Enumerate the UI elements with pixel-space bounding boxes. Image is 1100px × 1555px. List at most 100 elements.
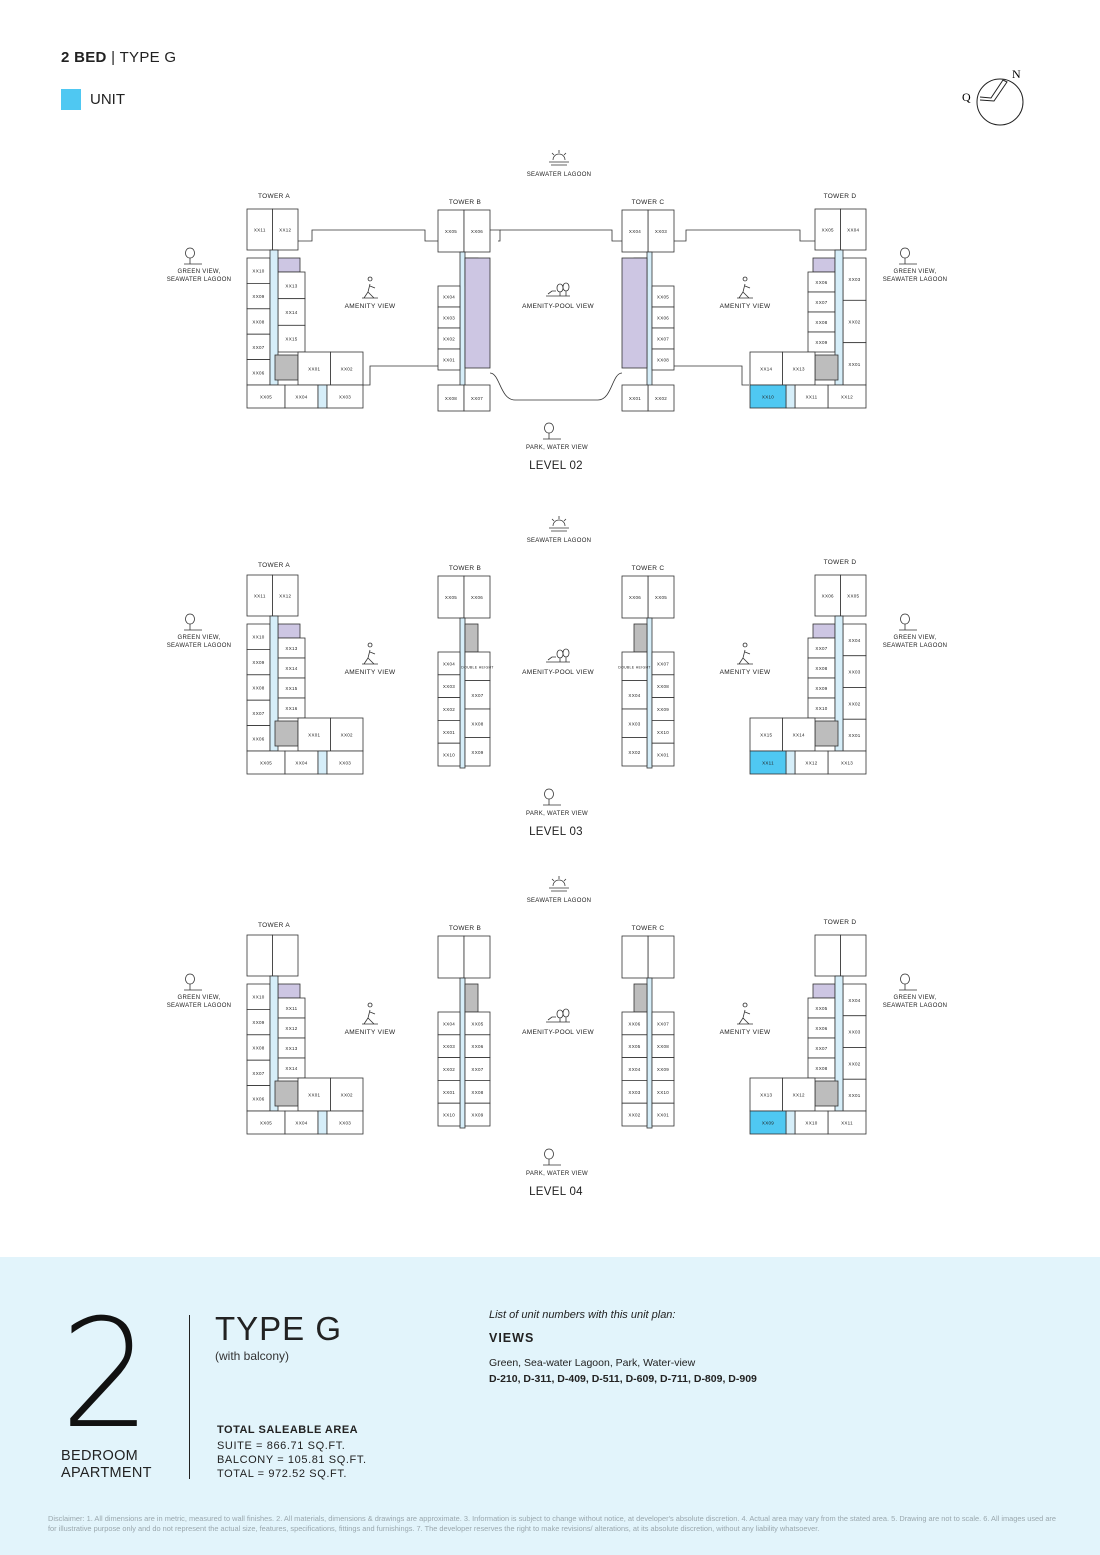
unit-label: XX06 [815,280,827,285]
unit-label: XX09 [815,340,827,345]
tower-c-label: TOWER C [632,565,665,572]
divider [189,1315,190,1479]
unit-label: XX08 [815,666,827,671]
unit [437,1102,461,1127]
tree-icon [899,613,917,631]
green-view-left-label: GREEN VIEW, [178,269,221,275]
unit-label: XX12 [285,1026,297,1031]
tower-a-label: TOWER A [258,562,290,569]
compass-q: Q [962,90,971,104]
podium-outline [489,372,623,401]
unit-label: XX11 [841,1121,853,1126]
pool-icon [546,1008,570,1023]
podium-outline [674,365,749,386]
podium-outline [298,229,438,242]
corridor [459,617,466,769]
unit [749,384,787,409]
unit [272,574,299,617]
unit-label: XX05 [445,229,457,234]
unit [749,717,783,752]
unit-label: XX11 [762,761,774,766]
unit [814,208,841,251]
unit [437,575,465,619]
unit-label: XX10 [443,1113,455,1118]
tree-icon [184,613,202,631]
unit-label: XX08 [657,684,669,689]
unit-label: XX08 [471,721,483,726]
unit-label: XX15 [760,733,772,738]
unit-label: XX15 [285,337,297,342]
unit [277,298,306,326]
podium-outline [674,229,815,242]
amenity-pool-view-label: AMENITY-POOL VIEW [522,1029,594,1036]
unit-label: XX02 [848,1061,860,1066]
unit [814,934,841,977]
unit [647,935,675,979]
unit-label: XX10 [657,730,669,735]
corridor [317,750,328,775]
unit [621,737,648,767]
unit [464,651,491,681]
unit-label: XX11 [806,395,818,400]
lift-core [814,1080,839,1107]
unit-label: XX10 [805,1121,817,1126]
stair [812,983,836,999]
unit-label: XX04 [443,1021,455,1026]
sun-water-icon [549,876,569,892]
stair [464,983,479,1013]
unit [437,935,465,979]
tower-b-label: TOWER B [449,199,481,206]
tower-c-label: TOWER C [632,199,665,206]
park-water-view-label: PARK, WATER VIEW [526,1171,588,1177]
total-area: TOTAL = 972.52 SQ.FT. [217,1468,348,1480]
unit-label: XX01 [657,1113,669,1118]
seawater-lagoon-label: SEAWATER LAGOON [527,898,592,904]
unit-label: XX01 [308,1093,320,1098]
unit [749,750,787,775]
unit [647,209,675,253]
unit-label: XX13 [841,761,853,766]
corridor [646,617,653,769]
unit-label: XX14 [285,666,297,671]
green-view-left-label: SEAWATER LAGOON [167,277,232,283]
unit-label: XX03 [443,684,455,689]
unit-label: XX04 [847,228,859,233]
tower-c-label: TOWER C [632,925,665,932]
unit-label: XX09 [252,660,264,665]
unit [330,1077,364,1112]
unit-label: XX09 [471,1113,483,1118]
unit [272,208,299,251]
lift-core [274,720,299,747]
unit-label: XX02 [655,396,667,401]
unit-label: XX04 [295,395,307,400]
seawater-lagoon-label: SEAWATER LAGOON [527,172,592,178]
person-icon [362,1002,378,1025]
unit-label: XX02 [443,1067,455,1072]
unit-label: XX09 [762,1121,774,1126]
green-view-right-label: GREEN VIEW, [894,269,937,275]
lift-core [814,720,839,747]
unit-label: XX07 [471,693,483,698]
amenity-pool-view-label: AMENITY-POOL VIEW [522,303,594,310]
disclaimer: Disclaimer: 1. All dimensions are in met… [48,1514,1056,1533]
stair [464,623,479,653]
unit-label: XX07 [657,337,669,342]
unit-label: XX04 [848,638,860,643]
area-title: TOTAL SALEABLE AREA [217,1424,359,1436]
amenity-view-label: AMENITY VIEW [345,669,396,676]
unit [782,1077,816,1112]
level-label: LEVEL 04 [529,1186,583,1198]
unit-label: XX01 [443,1090,455,1095]
person-icon [737,1002,753,1025]
podium-outline [500,229,622,242]
unit-label: XX11 [254,228,266,233]
unit [749,1110,787,1135]
unit-label: XX12 [793,1093,805,1098]
unit-label: XX07 [657,661,669,666]
unit-label: XX09 [657,707,669,712]
unit-label: XX06 [471,229,483,234]
tree-icon [184,247,202,265]
unit-label: XX06 [822,594,834,599]
unit-label: XX03 [848,1030,860,1035]
